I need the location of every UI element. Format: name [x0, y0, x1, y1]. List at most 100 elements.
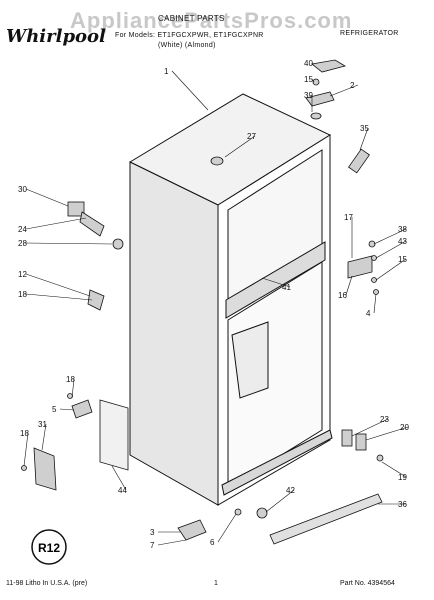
- leader-line: [25, 217, 87, 230]
- base-rail: [221, 429, 333, 496]
- leader-line: [265, 489, 295, 513]
- callout-18: 18: [18, 290, 27, 299]
- leader-line: [25, 188, 69, 207]
- cover-31: [33, 447, 57, 491]
- fresh-food-opening: [227, 261, 323, 489]
- cabinet-left-side: [129, 161, 219, 506]
- callout-42: 42: [286, 486, 295, 495]
- bracket-20: [355, 433, 367, 451]
- callout-3: 3: [150, 528, 155, 537]
- r12-seal-text: R12: [38, 541, 60, 555]
- leader-line: [359, 127, 369, 151]
- screw-19: [376, 454, 384, 462]
- leader-line: [71, 378, 75, 399]
- screw-4: [373, 289, 379, 295]
- callout-1: 1: [164, 67, 169, 76]
- latch-24: [79, 211, 105, 237]
- leader-line: [375, 240, 407, 259]
- washer-39: [310, 112, 322, 120]
- bushing-28: [112, 238, 124, 250]
- callout-20: 20: [400, 423, 409, 432]
- leader-line: [41, 423, 47, 451]
- leader-line: [157, 539, 187, 546]
- r12-seal: [31, 529, 67, 565]
- screw-15-mid: [371, 277, 377, 283]
- leader-line: [381, 461, 407, 478]
- callout-19: 19: [398, 473, 407, 482]
- section-title: CABINET PARTS: [158, 14, 225, 23]
- leader-line: [111, 465, 127, 491]
- callout-18: 18: [66, 375, 75, 384]
- bushing-42: [256, 507, 268, 519]
- callout-44: 44: [118, 486, 127, 495]
- callout-27: 27: [247, 132, 256, 141]
- leader-line: [329, 84, 359, 97]
- callout-43: 43: [398, 237, 407, 246]
- callout-15: 15: [398, 255, 407, 264]
- leader-line: [25, 273, 91, 297]
- leader-line: [311, 62, 315, 67]
- washer-38: [368, 240, 376, 248]
- callout-24: 24: [18, 225, 27, 234]
- kickplate-36: [269, 493, 383, 545]
- mullion-rail: [225, 241, 326, 319]
- callout-17: 17: [344, 213, 353, 222]
- callout-39: 39: [304, 91, 313, 100]
- callout-38: 38: [398, 225, 407, 234]
- screw-6: [234, 508, 242, 516]
- callout-15: 15: [304, 75, 313, 84]
- leader-line: [171, 70, 209, 111]
- brand-logo: Whirlpool: [6, 26, 106, 47]
- callout-23: 23: [380, 415, 389, 424]
- hinge-cover-40: [311, 59, 347, 73]
- leader-line: [59, 408, 75, 411]
- color-line: (White) (Almond): [158, 42, 216, 49]
- screw-43: [371, 255, 377, 261]
- screw-18-b: [21, 465, 27, 471]
- leader-line: [351, 418, 389, 437]
- leader-line: [261, 277, 291, 288]
- product-type: REFRIGERATOR: [340, 30, 399, 37]
- screw-15-top: [312, 78, 320, 86]
- leader-line: [311, 78, 315, 83]
- callout-28: 28: [18, 239, 27, 248]
- callout-12: 12: [18, 270, 27, 279]
- leader-line: [373, 293, 377, 314]
- hinge-2: [305, 91, 335, 107]
- leader-line: [217, 513, 237, 543]
- callout-4: 4: [366, 309, 371, 318]
- page-number: 1: [214, 580, 218, 587]
- hinge-pin-35: [348, 148, 370, 174]
- callout-7: 7: [150, 541, 155, 550]
- litho-text: 11-98 Litho In U.S.A. (pre): [6, 580, 88, 587]
- leveler-3: [177, 519, 207, 541]
- leader-line: [23, 432, 29, 467]
- callout-5: 5: [52, 405, 57, 414]
- leader-line: [365, 426, 409, 441]
- leader-line: [25, 293, 93, 301]
- callout-31: 31: [38, 420, 47, 429]
- callout-6: 6: [210, 538, 215, 547]
- leader-line: [224, 135, 256, 158]
- callout-18: 18: [20, 429, 29, 438]
- bracket-5: [71, 399, 93, 419]
- bracket-30: [67, 201, 85, 217]
- panel-44: [99, 399, 129, 471]
- callout-40: 40: [304, 59, 313, 68]
- part-number: Part No. 4394564: [340, 580, 395, 587]
- center-hinge-16: [347, 255, 373, 279]
- leader-line: [375, 258, 407, 281]
- bracket-23: [341, 429, 353, 447]
- clip-12: [87, 289, 105, 311]
- callout-30: 30: [18, 185, 27, 194]
- leader-line: [373, 228, 407, 245]
- callout-41: 41: [282, 283, 291, 292]
- callout-2: 2: [350, 81, 355, 90]
- crisper-wall: [231, 321, 269, 399]
- callout-36: 36: [398, 500, 407, 509]
- leader-line: [345, 275, 353, 296]
- callout-35: 35: [360, 124, 369, 133]
- model-line: For Models: ET1FGCXPWR, ET1FGCXPNR: [115, 32, 264, 39]
